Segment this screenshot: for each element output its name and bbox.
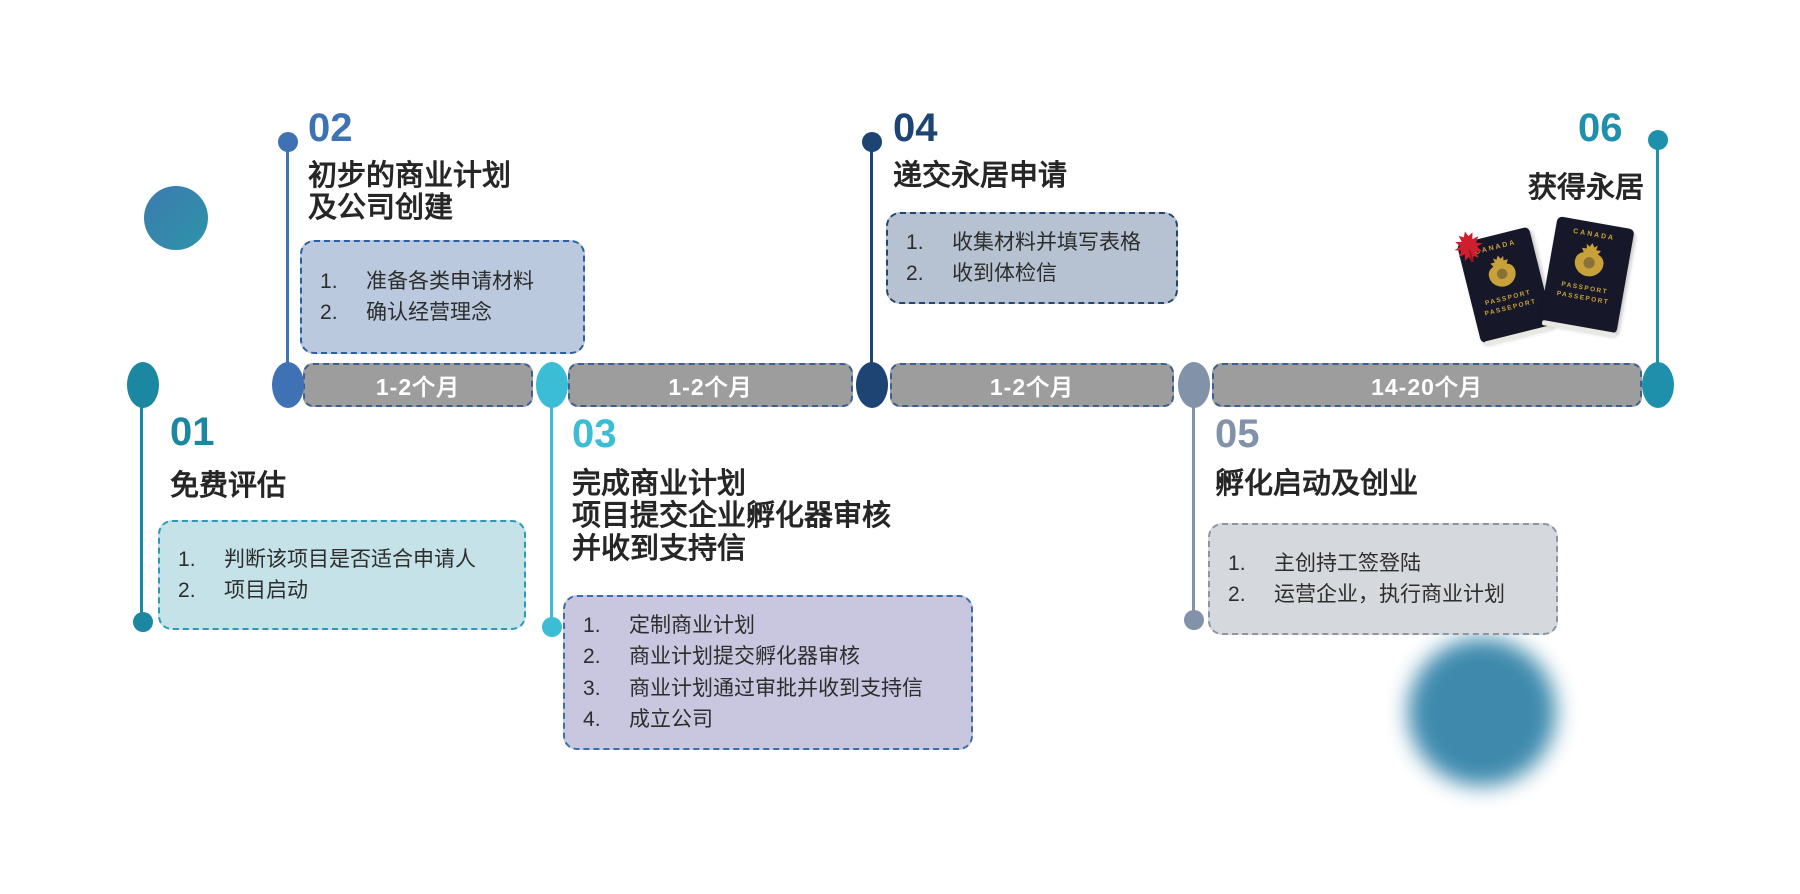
connector-line-02 [286,142,289,385]
list-item: 判断该项目是否适合申请人 [224,547,476,571]
step-03-number: 03 [572,412,617,456]
duration-bar-1: 1-2个月 [303,363,533,407]
connector-line-05 [1192,385,1195,620]
step-04-title: 递交永居申请 [893,160,1068,192]
step-06-title: 获得永居 [1527,172,1644,204]
end-dot-01 [133,612,153,632]
end-dot-03 [542,617,562,637]
duration-bar-2: 1-2个月 [568,363,853,407]
list-item: 商业计划通过审批并收到支持信 [629,676,923,700]
duration-label-2: 1-2个月 [668,374,753,400]
passport-type-label: PASSPORT PASSEPORT [1484,288,1538,318]
connector-line-03 [550,385,553,627]
top-dot-04 [862,132,882,152]
timeline-dot-02 [272,362,304,408]
step-05-number: 05 [1215,412,1260,456]
maple-leaf-icon [1454,231,1483,263]
passport-type-label: PASSPORT PASSEPORT [1556,280,1610,306]
list-item: 准备各类申请材料 [366,269,534,293]
list-item: 确认经营理念 [366,301,492,324]
timeline-dot-03 [536,362,568,408]
connector-line-01 [140,385,143,622]
step-05-items-box: 主创持工签登陆 运营企业，执行商业计划 [1208,523,1558,635]
passport-crest-icon [1488,255,1516,287]
end-dot-05 [1184,610,1204,630]
duration-bar-4: 14-20个月 [1212,363,1642,407]
passport-right: CANADA PASSPORT PASSEPORT [1539,216,1635,338]
step-03-title: 完成商业计划 项目提交企业孵化器审核 并收到支持信 [572,468,891,565]
duration-label-3: 1-2个月 [989,374,1075,400]
top-dot-02 [278,132,298,152]
step-02-title: 初步的商业计划 及公司创建 [308,160,511,225]
passport-page-edge [1484,324,1555,347]
connector-line-06 [1656,140,1659,385]
passport-left: CANADA PASSPORT PASSEPORT [1454,226,1555,347]
list-item: 收到体检信 [952,262,1057,285]
step-04-items-box: 收集材料并填写表格 收到体检信 [886,212,1178,304]
timeline-dot-01 [127,362,159,408]
passport-crest-icon [1574,243,1604,277]
timeline-dot-05 [1178,362,1210,408]
list-item: 主创持工签登陆 [1274,551,1421,575]
step-03-item-list: 定制商业计划 商业计划提交孵化器审核 商业计划通过审批并收到支持信 成立公司 [583,610,953,736]
step-03-items-box: 定制商业计划 商业计划提交孵化器审核 商业计划通过审批并收到支持信 成立公司 [563,595,973,750]
decorative-circle-top-left [144,186,208,250]
step-04-item-list: 收集材料并填写表格 收到体检信 [906,227,1158,290]
timeline-dot-04 [856,362,888,408]
step-03-title-line-1: 完成商业计划 [572,468,747,500]
step-05-title: 孵化启动及创业 [1215,468,1419,500]
duration-label-4: 14-20个月 [1371,374,1483,400]
list-item: 收集材料并填写表格 [952,230,1141,254]
connector-line-04 [870,142,873,385]
step-05-item-list: 主创持工签登陆 运营企业，执行商业计划 [1228,548,1538,611]
list-item: 运营企业，执行商业计划 [1274,583,1505,606]
top-dot-06 [1648,130,1668,150]
duration-label-1: 1-2个月 [375,374,461,400]
step-04-number: 04 [893,106,938,150]
step-02-title-line-1: 初步的商业计划 [308,160,512,192]
list-item: 项目启动 [224,579,308,602]
step-02-title-line-2: 及公司创建 [308,192,454,225]
step-02-items-box: 准备各类申请材料 确认经营理念 [300,240,585,354]
step-02-number: 02 [308,106,353,150]
canada-passports-image: CANADA PASSPORT PASSEPORT CANADA PASSPOR… [1454,216,1642,354]
step-03-title-line-2: 项目提交企业孵化器审核 [572,500,892,533]
step-01-items-box: 判断该项目是否适合申请人 项目启动 [158,520,526,630]
duration-bar-3: 1-2个月 [890,363,1174,407]
step-02-item-list: 准备各类申请材料 确认经营理念 [320,266,565,329]
step-03-title-line-3: 并收到支持信 [572,532,747,565]
decorative-circle-bottom-right [1408,638,1556,786]
list-item: 商业计划提交孵化器审核 [629,645,860,668]
step-01-title: 免费评估 [170,470,287,502]
step-06-number: 06 [1578,106,1623,150]
list-item: 成立公司 [629,708,713,731]
list-item: 定制商业计划 [629,613,755,637]
step-01-item-list: 判断该项目是否适合申请人 项目启动 [178,544,506,607]
step-01-number: 01 [170,410,215,454]
timeline-dot-06 [1642,362,1674,408]
